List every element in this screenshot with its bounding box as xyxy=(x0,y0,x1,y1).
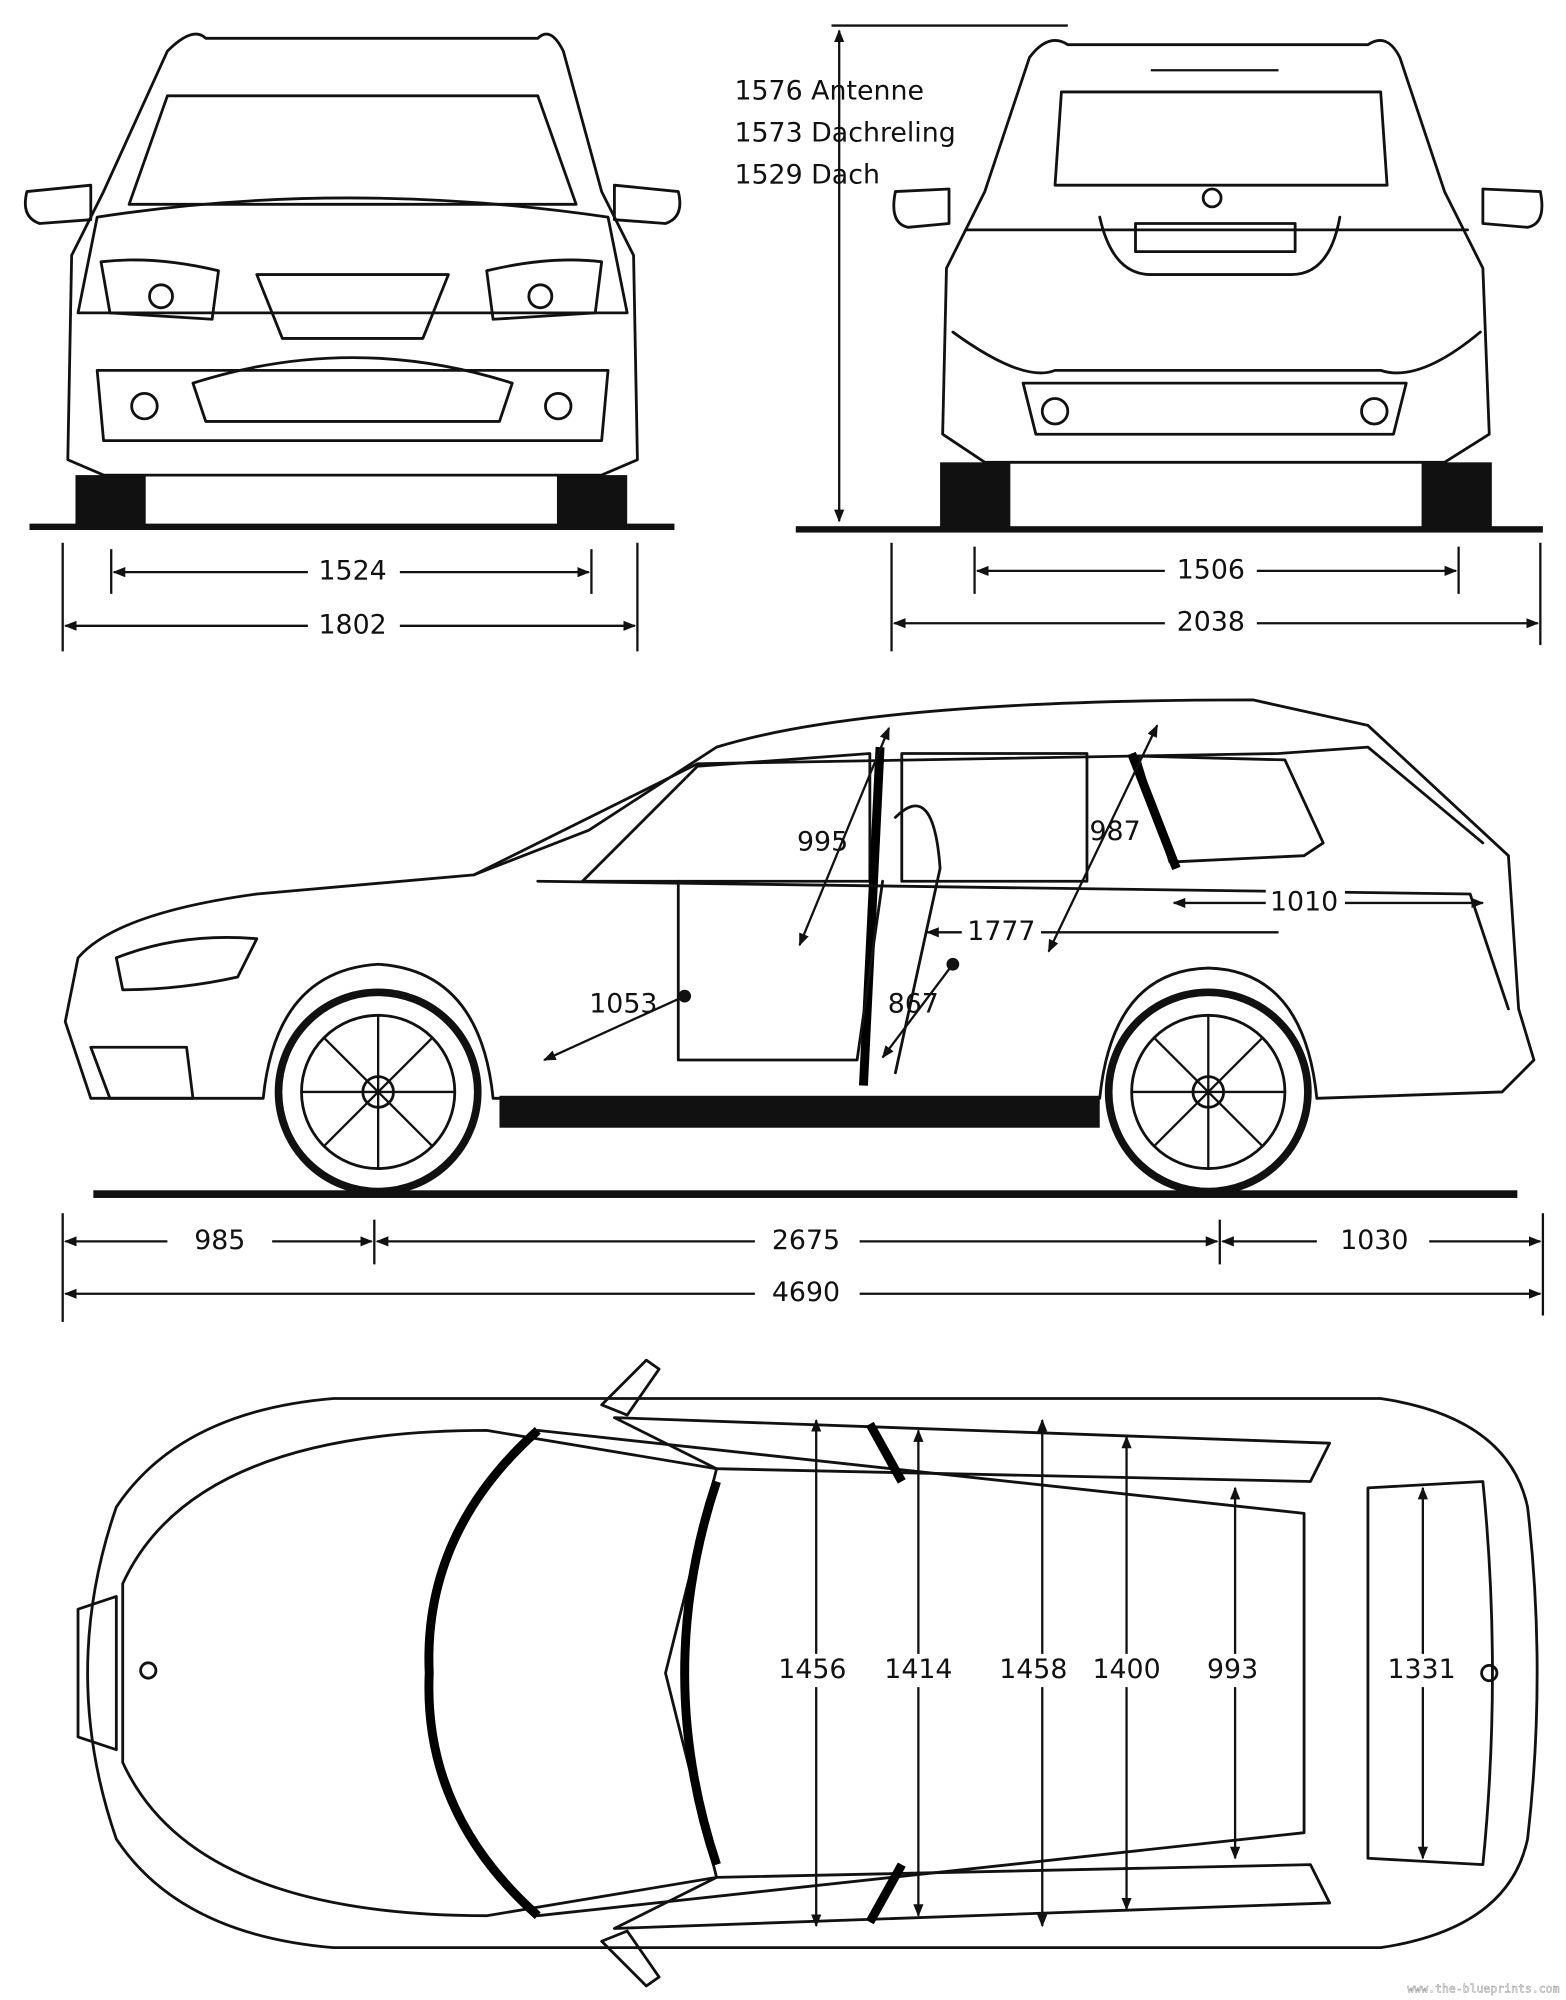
front-overhang-label: 985 xyxy=(194,1225,245,1256)
height-antenna-label: 1576 Antenne xyxy=(734,75,923,106)
height-roof-rail-label: 1573 Dachreling xyxy=(734,118,955,149)
side-view xyxy=(63,698,1536,1198)
front-headroom-label: 995 xyxy=(797,826,848,857)
top-width-label-5: 993 xyxy=(1207,1654,1258,1685)
top-view xyxy=(76,1358,1539,1988)
rear-overhang-label: 1030 xyxy=(1340,1225,1408,1256)
front-width-label: 1802 xyxy=(319,609,387,640)
top-width-dimensions: 1456 1414 1458 1400 993 1331 xyxy=(774,1418,1459,1928)
cargo-length-label: 1010 xyxy=(1270,886,1338,917)
side-length-dimensions: 985 2675 1030 4690 xyxy=(61,1213,1545,1322)
top-width-label-6: 1331 xyxy=(1387,1654,1455,1685)
top-width-label-4: 1400 xyxy=(1092,1654,1160,1685)
rear-view xyxy=(795,39,1544,533)
front-legroom-label: 1053 xyxy=(589,989,657,1020)
front-dimensions: 1524 1802 xyxy=(61,542,639,652)
height-roof-label: 1529 Dach xyxy=(734,160,880,191)
interior-length-label: 1777 xyxy=(967,916,1035,947)
rear-width-label: 2038 xyxy=(1177,607,1245,638)
side-interior-dimensions: 995 987 1010 1777 1053 867 xyxy=(543,724,1485,1062)
top-width-label-2: 1414 xyxy=(884,1654,952,1685)
top-width-label-3: 1458 xyxy=(999,1654,1067,1685)
top-width-label-1: 1456 xyxy=(778,1654,846,1685)
front-track-label: 1524 xyxy=(319,556,387,587)
watermark: www.the-blueprints.com xyxy=(1407,1981,1559,1995)
front-view xyxy=(23,32,682,531)
wheelbase-label: 2675 xyxy=(772,1225,840,1256)
rear-track-label: 1506 xyxy=(1177,554,1245,585)
rear-headroom-label: 987 xyxy=(1089,816,1140,847)
overall-length-label: 4690 xyxy=(772,1277,840,1308)
rear-legroom-label: 867 xyxy=(888,989,939,1020)
rear-dimensions: 1576 Antenne 1573 Dachreling 1529 Dach 1… xyxy=(734,24,1542,652)
